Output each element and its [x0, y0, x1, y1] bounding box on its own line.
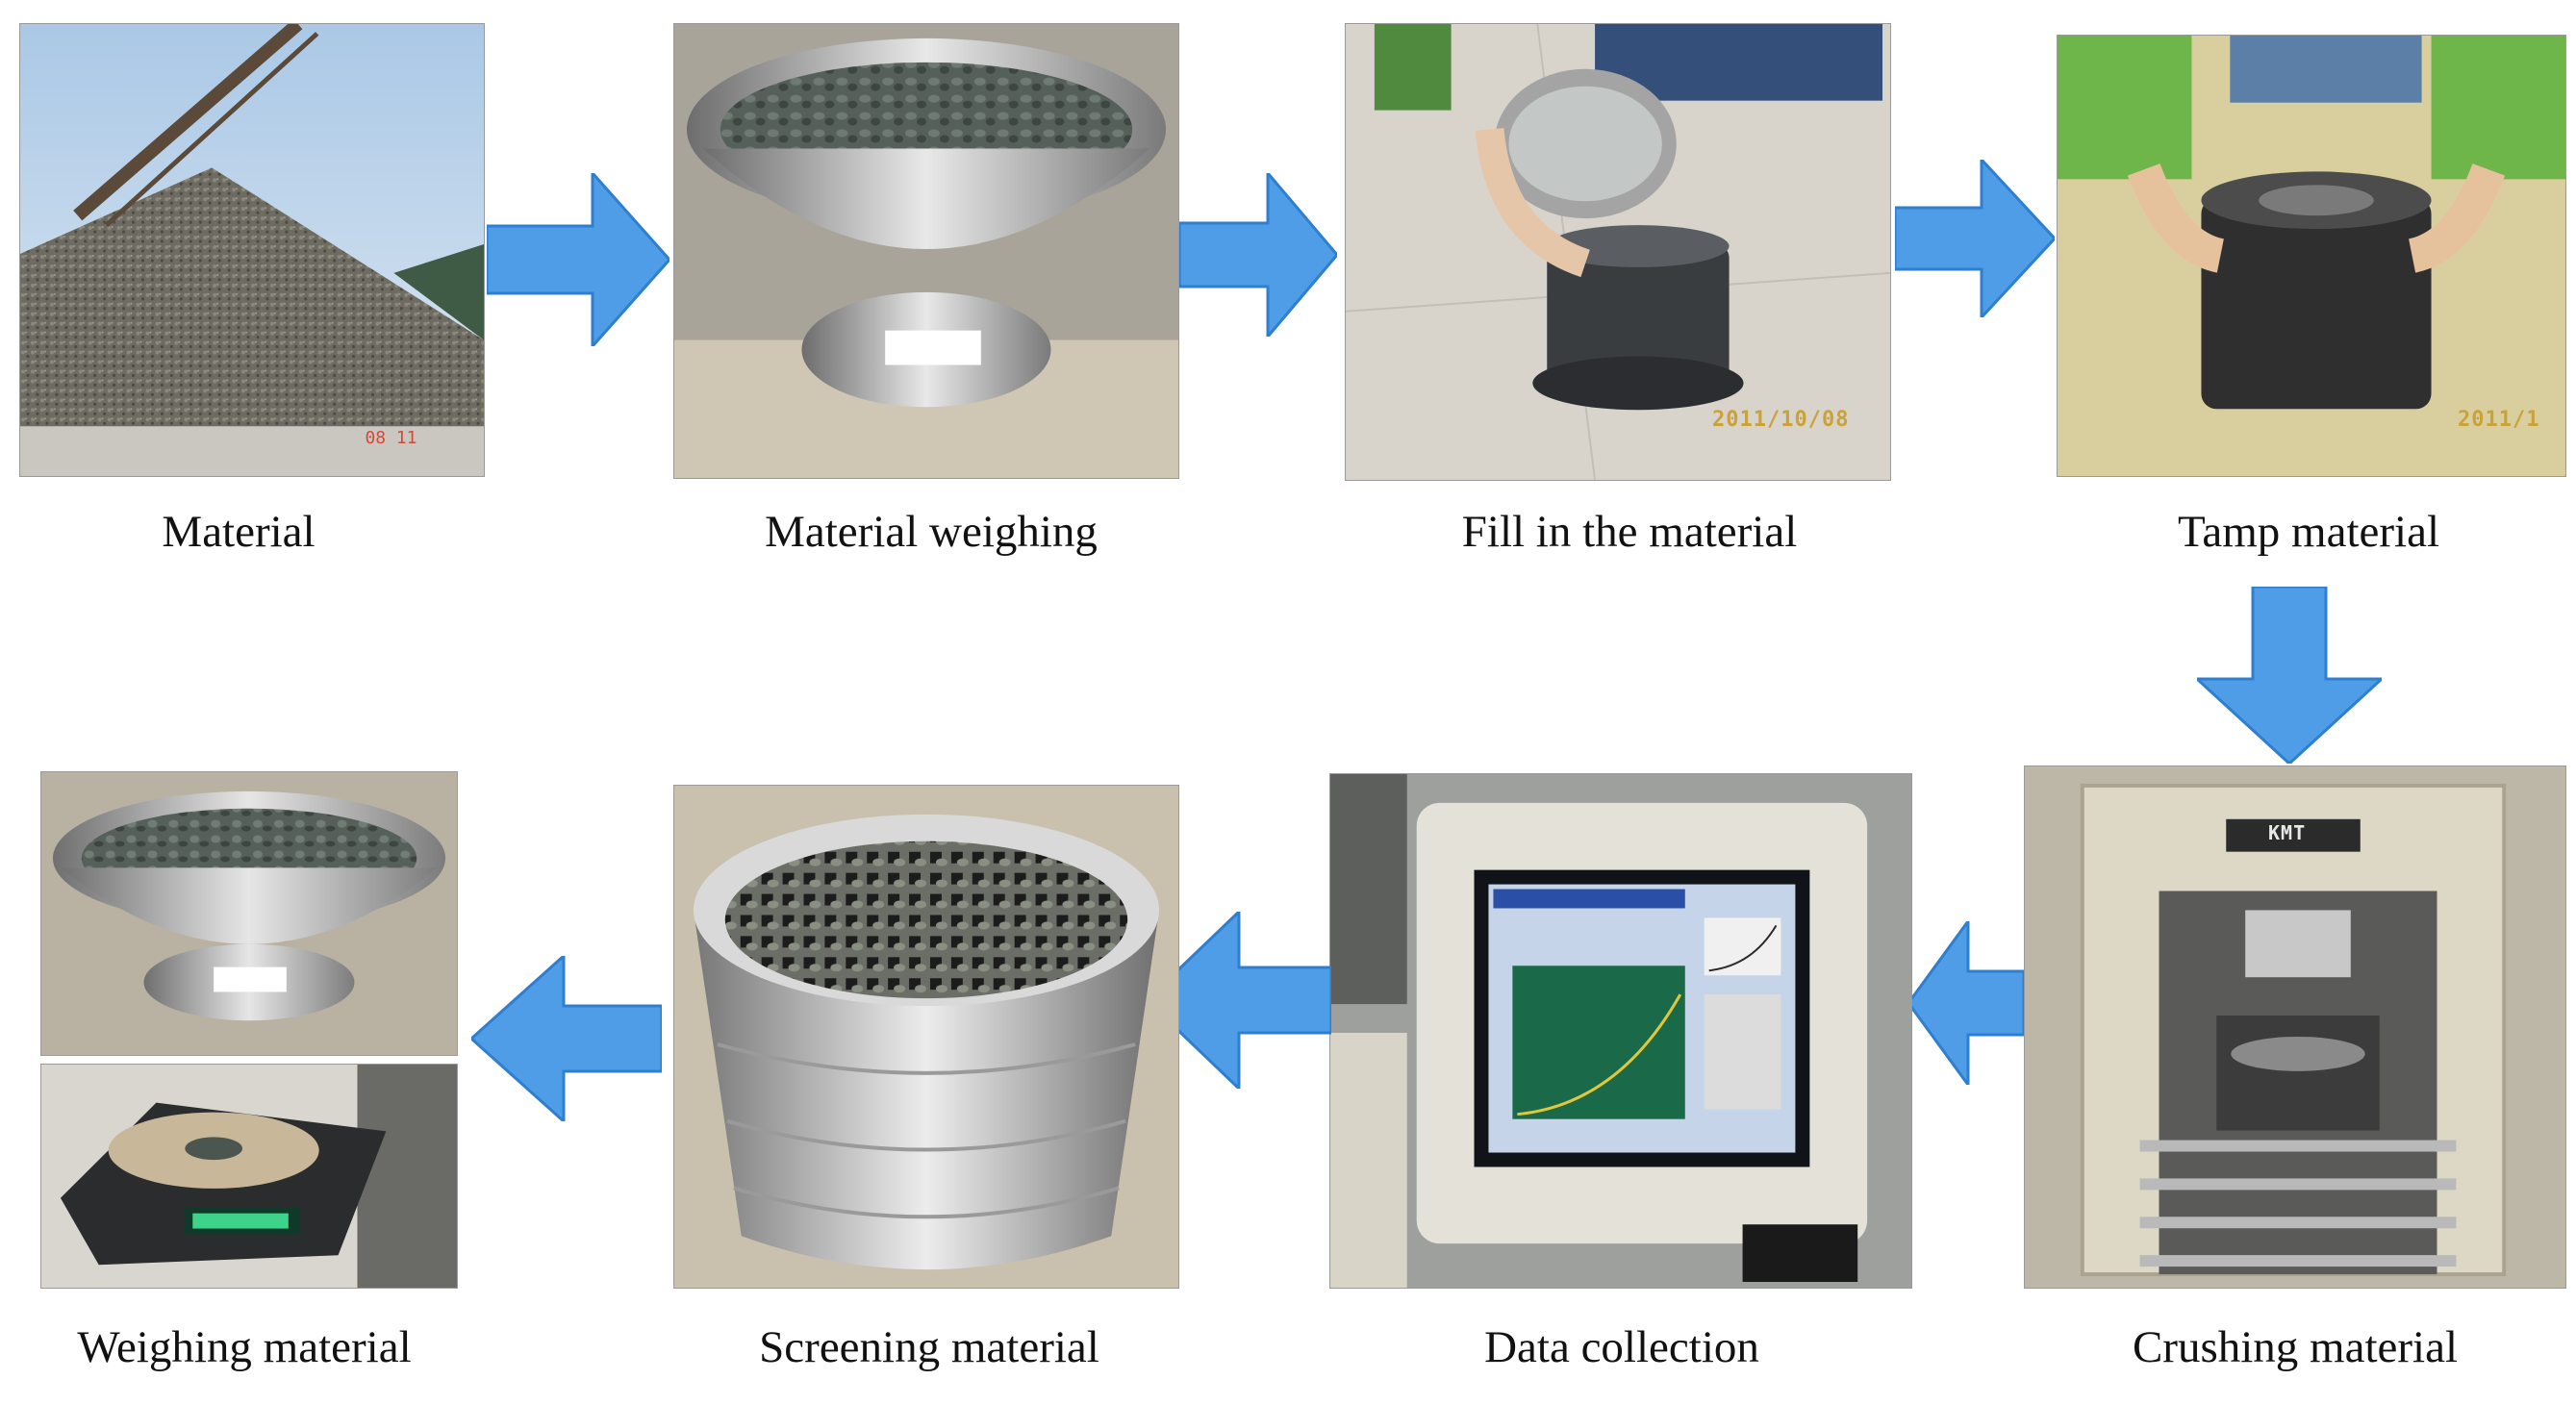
- photo-fill-material: [1345, 23, 1891, 481]
- data-collection-monitor-illustration: [1330, 774, 1911, 1288]
- step-label-weighing-material: Weighing material: [77, 1322, 412, 1372]
- photo-screening-material: [673, 785, 1179, 1289]
- step-label-material-weighing: Material weighing: [765, 507, 1098, 557]
- photo-material-weighing: [673, 23, 1179, 479]
- crushing-press-illustration: [2025, 766, 2565, 1288]
- flow-arrow-right-1: [487, 173, 669, 346]
- photo-weighing-scale: [40, 1064, 458, 1289]
- flow-arrow-down: [2197, 587, 2382, 764]
- arrow-left-icon: [1908, 921, 2024, 1085]
- flow-arrow-right-3: [1895, 160, 2055, 317]
- photo-material-stockpile: 08 11: [19, 23, 485, 477]
- photo-data-collection: [1329, 773, 1912, 1289]
- arrow-right-icon: [487, 173, 669, 346]
- stockpile-illustration: 08 11: [20, 24, 484, 476]
- crusher-brand-plate: KMT: [2268, 821, 2307, 844]
- step-label-fill-in-the-material: Fill in the material: [1461, 507, 1798, 557]
- arrow-right-icon: [1179, 173, 1337, 337]
- step-label-tamp-material: Tamp material: [2177, 507, 2440, 557]
- flow-arrow-left-1: [1908, 921, 2024, 1085]
- arrow-right-icon: [1895, 160, 2055, 317]
- screening-sieve-illustration: [674, 786, 1178, 1288]
- step-label-data-collection: Data collection: [1484, 1322, 1759, 1372]
- step-label-material: Material: [162, 507, 316, 557]
- step-label-screening-material: Screening material: [759, 1322, 1099, 1372]
- flow-arrow-left-3: [471, 956, 662, 1121]
- weighing-bowl-illustration: [674, 24, 1178, 478]
- arrow-left-icon: [471, 956, 662, 1121]
- electronic-scale-illustration: [41, 1065, 457, 1288]
- flow-arrow-left-2: [1147, 912, 1331, 1089]
- arrow-left-icon: [1147, 912, 1331, 1089]
- photo-date-stamp-tamp: 2011/1: [2458, 408, 2540, 432]
- svg-text:08 11: 08 11: [366, 428, 417, 448]
- fill-material-illustration: [1346, 24, 1890, 480]
- step-label-crushing-material: Crushing material: [2132, 1322, 2459, 1372]
- photo-tamp-material: [2057, 35, 2566, 477]
- photo-crushing-material: [2024, 765, 2566, 1289]
- photo-weighing-bowl: [40, 771, 458, 1056]
- tamp-material-illustration: [2058, 36, 2565, 476]
- arrow-down-icon: [2197, 587, 2382, 764]
- photo-date-stamp-fill: 2011/10/08: [1712, 408, 1850, 432]
- flow-arrow-right-2: [1179, 173, 1337, 337]
- weighing-bowl-small-illustration: [41, 772, 457, 1055]
